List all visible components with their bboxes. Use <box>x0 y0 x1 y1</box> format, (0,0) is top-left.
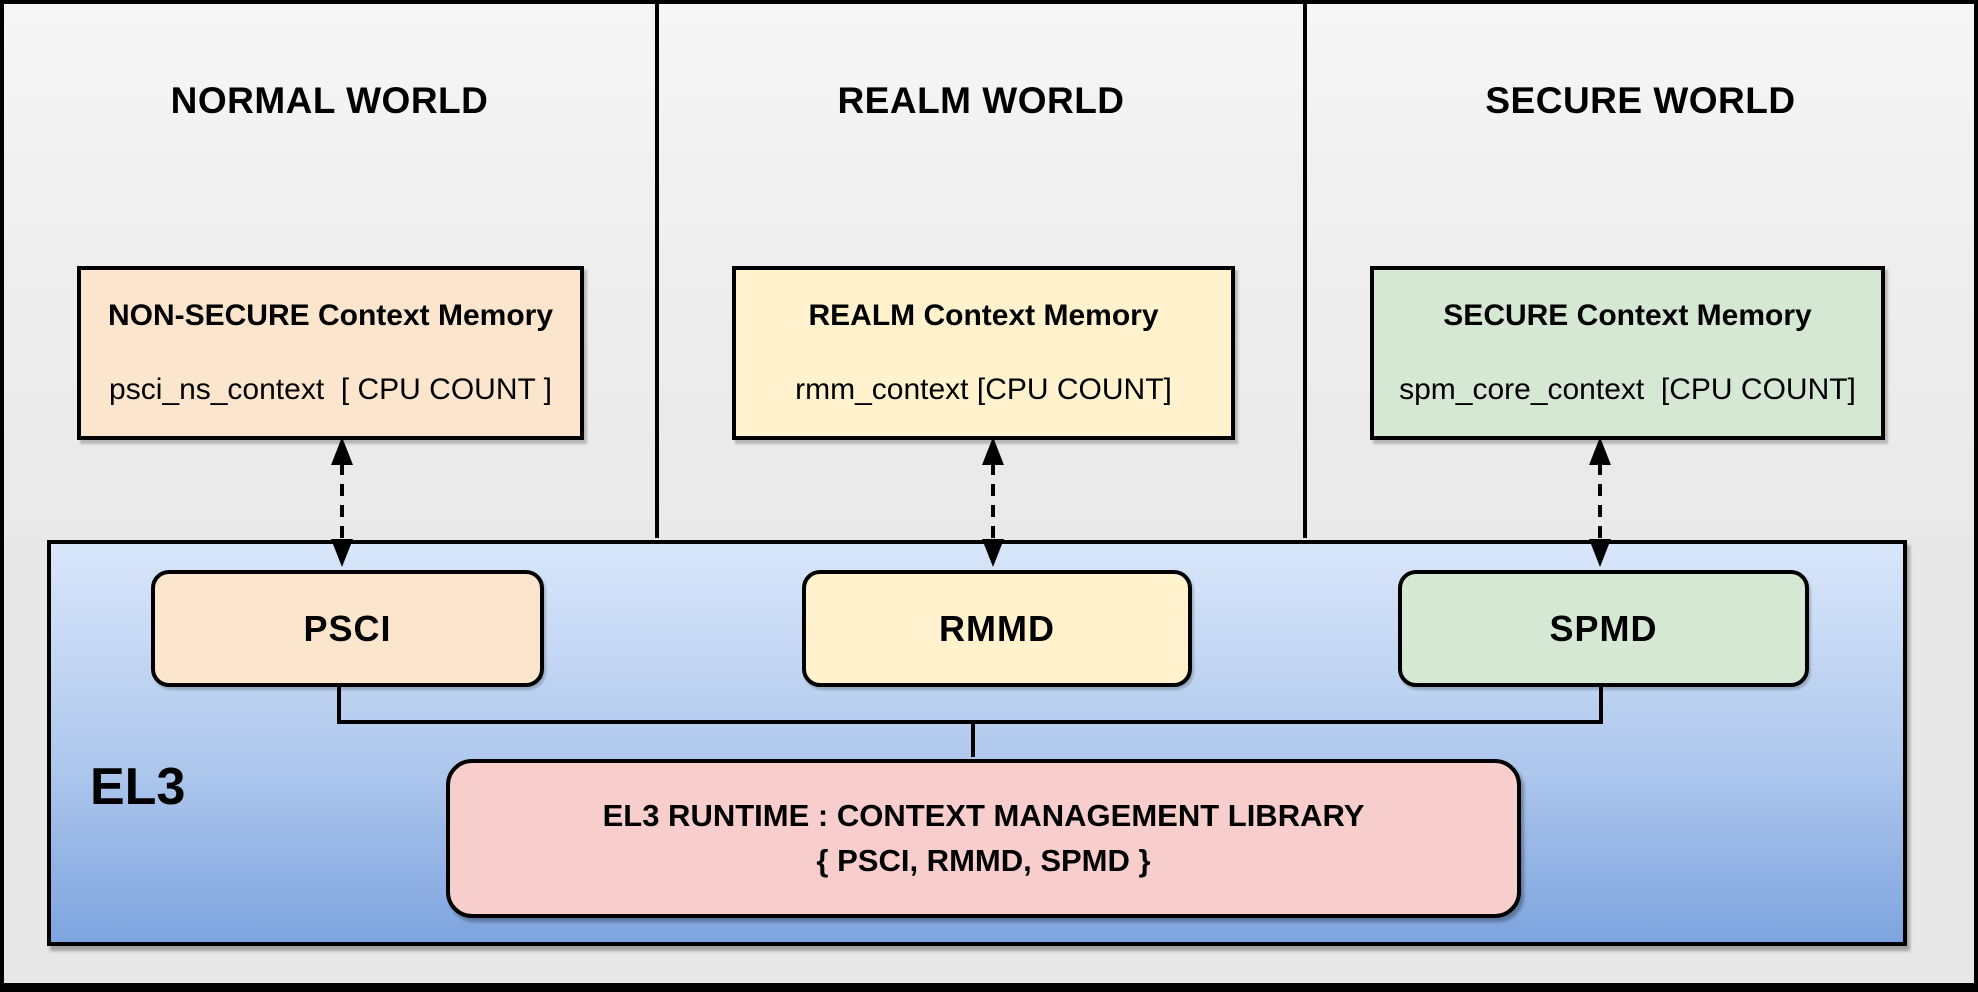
secure-context-memory-variable: spm_core_context [CPU COUNT] <box>1399 373 1856 406</box>
nonsecure-context-memory-title: NON-SECURE Context Memory <box>107 299 554 332</box>
rmmd-label: RMMD <box>939 607 1055 649</box>
nonsecure-context-memory-variable: psci_ns_context [ CPU COUNT ] <box>109 373 552 406</box>
el3-runtime-library-title: EL3 RUNTIME : CONTEXT MANAGEMENT LIBRARY <box>602 798 1365 834</box>
normal-world-title: NORMAL WORLD <box>170 80 489 121</box>
realm-context-memory-variable: rmm_context [CPU COUNT] <box>795 373 1172 406</box>
secure-context-memory-box: SECURE Context Memory spm_core_context [… <box>1370 266 1885 440</box>
secure-context-memory-title: SECURE Context Memory <box>1443 299 1812 332</box>
psci-box: PSCI <box>151 570 544 687</box>
realm-world-title: REALM WORLD <box>837 80 1125 121</box>
secure-world-title: SECURE WORLD <box>1485 80 1796 121</box>
realm-context-memory-title: REALM Context Memory <box>808 299 1159 332</box>
rmmd-box: RMMD <box>802 570 1192 687</box>
spmd-box: SPMD <box>1398 570 1809 687</box>
bottom-border-bar <box>4 983 1974 988</box>
el3-runtime-library-box: EL3 RUNTIME : CONTEXT MANAGEMENT LIBRARY… <box>446 759 1521 918</box>
nonsecure-context-memory-box: NON-SECURE Context Memory psci_ns_contex… <box>77 266 584 440</box>
spmd-label: SPMD <box>1549 607 1658 649</box>
el3-label: EL3 <box>90 758 186 816</box>
psci-label: PSCI <box>303 607 392 649</box>
realm-context-memory-box: REALM Context Memory rmm_context [CPU CO… <box>732 266 1235 440</box>
el3-runtime-library-members: { PSCI, RMMD, SPMD } <box>816 842 1151 878</box>
